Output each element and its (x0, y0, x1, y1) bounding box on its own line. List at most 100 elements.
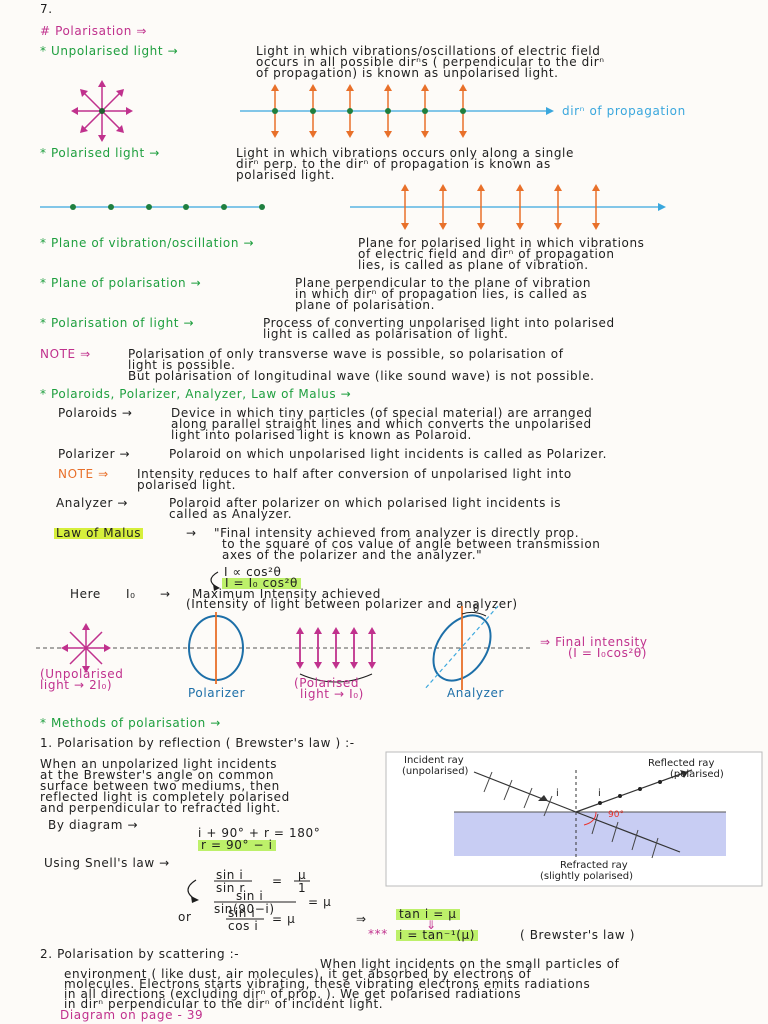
method1-text-line: When an unpolarized light incidents (40, 757, 278, 771)
polarizer-def-line: Polaroid on which unpolarised light inci… (169, 447, 608, 461)
pol-light-label: (Polarised (294, 676, 360, 690)
theta-label: θ (473, 604, 480, 615)
polaroids-term: Polaroids → (58, 406, 133, 420)
plane-pol-def-line: in which dirⁿ of propagation lies, is ca… (295, 287, 588, 301)
malus-term: Law of Malus (54, 526, 144, 540)
fig-angle-i: i (556, 788, 559, 799)
note-label: NOTE ⇒ (40, 347, 91, 361)
analyzer-def-line: called as Analyzer. (169, 507, 293, 521)
propagation-label: dirⁿ of propagation (562, 104, 686, 118)
angle-result: r = 90° − i (198, 839, 276, 851)
stars-mark: *** (368, 927, 388, 941)
i0-arrow: → (160, 587, 171, 601)
method2-text-line: in dirⁿ perpendicular to the dirⁿ of inc… (64, 997, 384, 1011)
malus-arrow: → (186, 526, 197, 540)
method1-text-line: at the Brewster's angle on common (40, 768, 275, 782)
pol-light-def-line: light is called as polarisation of light… (263, 327, 509, 341)
plane-pol-def-line: plane of polarisation. (295, 298, 436, 312)
plane-pol-term: * Plane of polarisation → (40, 276, 202, 290)
i0-def-line: (Intensity of light between polarizer an… (186, 597, 518, 611)
final-intensity-label: ⇒ Final intensity (540, 635, 648, 649)
method1-text-line: surface between two mediums, then (40, 779, 280, 793)
fig-incident-label: (unpolarised) (402, 766, 469, 777)
section-heading: * Polaroids, Polarizer, Analyzer, Law of… (40, 387, 352, 401)
unpol-source-label: (Unpolarised (40, 667, 124, 681)
plane-vib-def-line: of electric field and dirⁿ of propagatio… (358, 247, 615, 261)
malus-def-line: to the square of cos value of angle betw… (222, 537, 601, 551)
snell-num: sin i (216, 868, 244, 882)
brewster-formula: i = tan⁻¹(μ) (396, 929, 479, 941)
snell3-den: cos i (228, 919, 259, 933)
analyzer-def-line: Polaroid after polarizer on which polari… (169, 496, 562, 510)
malus-proportionality: I ∝ cos²θ (224, 565, 282, 579)
method1-title: 1. Polarisation by reflection ( Brewster… (40, 736, 355, 750)
snell-rhs-den: 1 (298, 881, 307, 895)
method2-text-line: environment ( like dust, air molecules),… (64, 967, 532, 981)
note-line: light is possible. (128, 358, 236, 372)
i0-def-line: Maximum Intensity achieved (192, 587, 381, 601)
method2-text-line: in all directions (excluding dirⁿ of pro… (64, 987, 522, 1001)
polarizer-term: Polarizer → (58, 447, 131, 461)
fig-reflected-label: (polarised) (670, 769, 724, 780)
unpol-def-line: occurs in all possible dirⁿs ( perpendic… (256, 55, 605, 69)
down-arrow-icon: ⇓ (426, 918, 437, 932)
pol-def-line: Light in which vibrations occurs only al… (236, 146, 574, 160)
method1-text-line: and perpendicular to refracted light. (40, 801, 281, 815)
final-intensity-label: (I = I₀cos²θ) (568, 646, 648, 660)
note-label: NOTE ⇒ (58, 467, 109, 481)
analyzer-label: Analyzer (447, 686, 505, 700)
plane-vib-def-line: lies, is called as plane of vibration. (358, 258, 589, 272)
snell-rhs-num: μ (298, 868, 307, 882)
methods-heading: * Methods of polarisation → (40, 716, 221, 730)
snell-den: sin r (216, 881, 245, 895)
page-reference: Diagram on page - 39 (60, 1008, 204, 1022)
unpol-term: * Unpolarised light → (40, 44, 179, 58)
snell2-den: sin(90−i) (214, 902, 275, 916)
implies-arrow: ⇒ (356, 912, 367, 926)
pol-def-line: dirⁿ perp. to the dirⁿ of propagation is… (236, 157, 551, 171)
i0-symbol: I₀ (126, 587, 136, 601)
polarizer-label: Polarizer (188, 686, 246, 700)
fig-angle-i: i (598, 788, 601, 799)
analyzer-term: Analyzer → (56, 496, 129, 510)
polaroids-def-line: Device in which tiny particles (of speci… (171, 406, 593, 420)
or-label: or (178, 910, 192, 924)
tan-result: tan i = μ (396, 908, 460, 920)
plane-pol-def-line: Plane perpendicular to the plane of vibr… (295, 276, 592, 290)
pol-light-term: * Polarisation of light → (40, 316, 195, 330)
plane-vib-def-line: Plane for polarised light in which vibra… (358, 236, 645, 250)
malus-formula: I = I₀ cos²θ (222, 577, 301, 589)
note-line: Intensity reduces to half after conversi… (137, 467, 572, 481)
snell3-rhs: = μ (272, 912, 296, 926)
snell-label: Using Snell's law → (44, 856, 170, 870)
snell2-rhs: = μ (308, 895, 332, 909)
note-line: polarised light. (137, 478, 236, 492)
malus-def-line: axes of the polarizer and the analyzer." (222, 548, 483, 562)
malus-def-line: "Final intensity achieved from analyzer … (214, 526, 580, 540)
snell3-num: sin i (228, 906, 256, 920)
brewster-label: ( Brewster's law ) (520, 928, 636, 942)
here-label: Here (70, 587, 101, 601)
method2-text-line: When light incidents on the small partic… (320, 957, 620, 971)
pol-def-line: polarised light. (236, 168, 335, 182)
page-number: 7. (40, 2, 53, 16)
note-line: But polarisation of longitudinal wave (l… (128, 369, 595, 383)
fig-reflected-label: Reflected ray (648, 758, 715, 769)
unpol-def-line: Light in which vibrations/oscillations o… (256, 44, 601, 58)
polaroids-def-line: along parallel straight lines and which … (171, 417, 592, 431)
method2-title: 2. Polarisation by scattering :- (40, 947, 240, 961)
page-heading: # Polarisation ⇒ (40, 24, 148, 38)
fig-incident-label: Incident ray (404, 755, 464, 766)
plane-vib-term: * Plane of vibration/oscillation → (40, 236, 255, 250)
pol-light-label: light → I₀) (300, 687, 364, 701)
fig-90-label: 90° (608, 810, 624, 820)
fig-refracted-label: (slightly polarised) (540, 871, 634, 882)
angle-equation: i + 90° + r = 180° (198, 826, 321, 840)
